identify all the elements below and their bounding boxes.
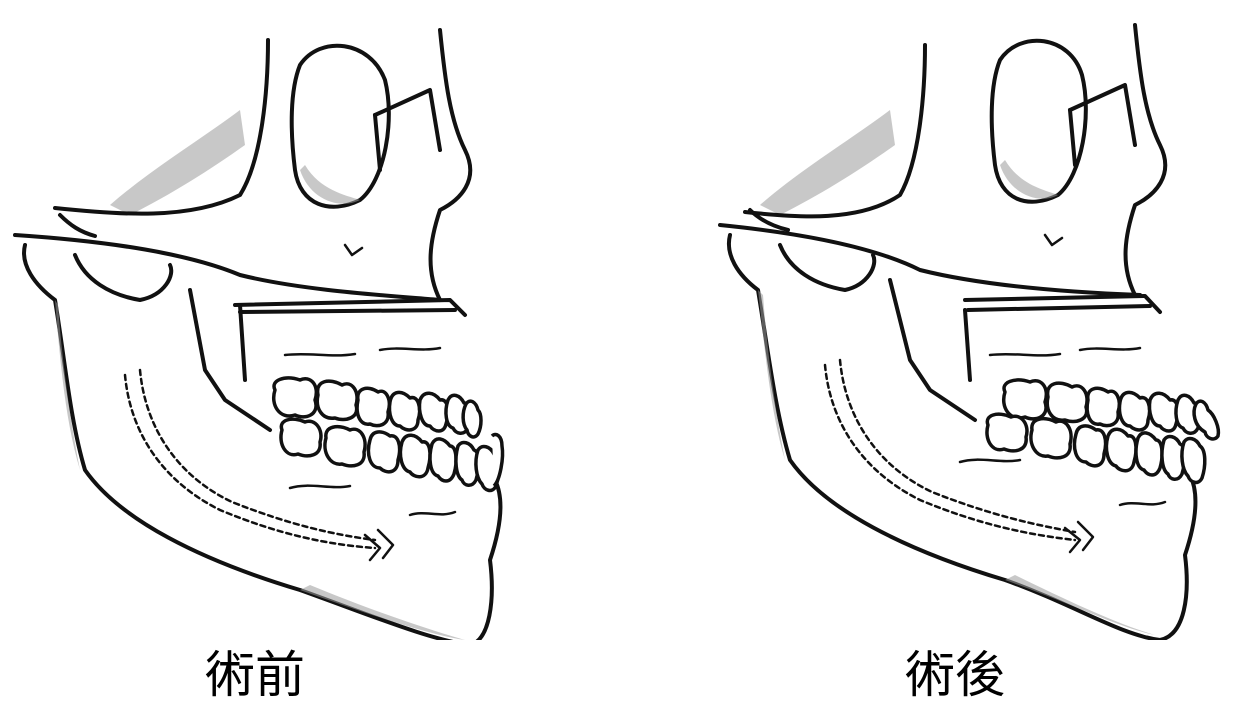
maxilla-osteotomy-line bbox=[238, 308, 457, 314]
nerve-canal-lower bbox=[838, 358, 1077, 534]
upper-teeth bbox=[272, 376, 483, 439]
coronoid-notch bbox=[778, 243, 877, 292]
maxilla-line bbox=[373, 113, 382, 172]
panel-after: 術後 bbox=[620, 0, 1240, 719]
skull-illustration-after bbox=[718, 23, 1221, 640]
maxilla-occlusal-line bbox=[233, 298, 467, 317]
maxilla-osteotomy-line bbox=[966, 304, 1152, 312]
zygomatic-arch bbox=[13, 233, 442, 302]
cranium-shading bbox=[760, 110, 895, 215]
mandible-shading bbox=[55, 300, 80, 470]
arch-upper bbox=[58, 213, 97, 238]
caption-after: 術後 bbox=[905, 646, 1005, 704]
orbit-shading bbox=[1000, 160, 1058, 199]
maxilla-occlusal-line bbox=[963, 294, 1162, 314]
ramus-anterior bbox=[188, 288, 272, 432]
mental-foramen bbox=[363, 528, 395, 562]
nasal-profile bbox=[1123, 23, 1168, 297]
ramus-split bbox=[963, 308, 972, 382]
mandible-lower-shading bbox=[1005, 575, 1155, 635]
caption-before: 術前 bbox=[205, 646, 305, 704]
nerve-canal-lower bbox=[138, 368, 377, 542]
ramus-split bbox=[238, 303, 247, 382]
bone-texture bbox=[283, 346, 457, 517]
ramus-anterior bbox=[888, 278, 977, 422]
nerve-canal-upper bbox=[823, 363, 1077, 542]
bone-texture bbox=[958, 346, 1167, 507]
skull-illustration-before bbox=[13, 28, 505, 640]
lower-teeth bbox=[985, 412, 1207, 485]
nasal-bone bbox=[1068, 83, 1137, 147]
zygomatic-arch bbox=[718, 223, 1142, 297]
cranium-outline bbox=[743, 43, 927, 219]
arch-upper bbox=[748, 208, 790, 232]
orbit-shading bbox=[300, 165, 360, 204]
nasal-bone bbox=[373, 88, 442, 152]
orbit-outline bbox=[289, 43, 391, 209]
mandible-lower-shading bbox=[300, 585, 465, 640]
upper-teeth bbox=[1002, 378, 1221, 441]
zygoma-mark bbox=[343, 243, 364, 257]
nerve-canal-upper bbox=[123, 373, 377, 550]
mandible-shading bbox=[758, 290, 785, 460]
cranium-outline bbox=[53, 38, 270, 216]
nasal-profile bbox=[428, 28, 473, 302]
zygoma-mark bbox=[1043, 233, 1064, 247]
maxilla-line bbox=[1068, 108, 1077, 167]
orbit-outline bbox=[989, 38, 1088, 204]
panel-before: 術前 bbox=[0, 0, 620, 719]
mental-foramen bbox=[1063, 520, 1095, 554]
coronoid-notch bbox=[73, 253, 174, 302]
lower-teeth bbox=[279, 417, 505, 493]
cranium-shading bbox=[110, 110, 245, 215]
